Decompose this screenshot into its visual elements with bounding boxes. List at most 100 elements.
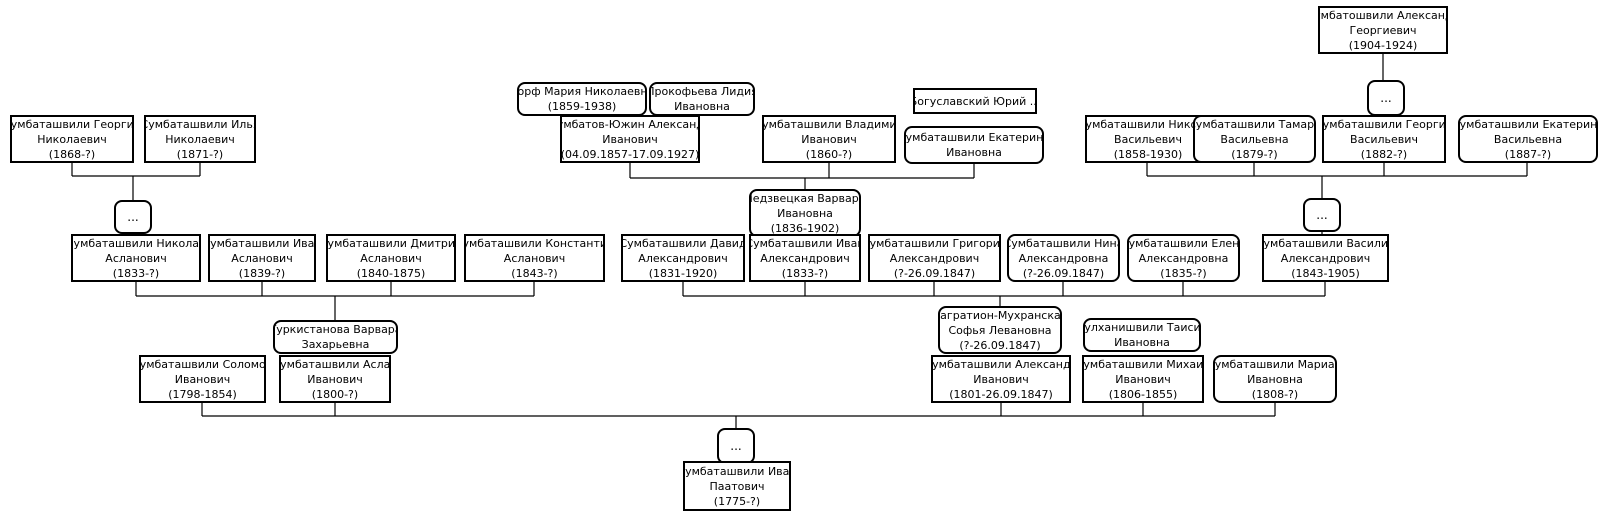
person-detail: Васильевич: [1350, 132, 1418, 146]
person-name: Сумбаташвили Илья: [144, 117, 256, 131]
person-detail: Асланович: [231, 251, 293, 265]
person-detail: (1860-?): [805, 147, 853, 161]
person-node-sumb-nikolay-v[interactable]: Сумбаташвили НиколайВасильевич(1858-1930…: [1085, 115, 1211, 163]
person-detail: Софья Левановна: [948, 323, 1052, 337]
person-detail: Александрович: [760, 251, 850, 265]
ellipsis-label: ...: [730, 438, 742, 453]
person-name: Сумбаташвили Иван: [208, 236, 316, 250]
person-detail: (1887-?): [1504, 147, 1552, 161]
person-detail: (?-26.09.1847): [893, 266, 976, 280]
person-detail: (1800-?): [311, 387, 359, 401]
person-name: Сумбаташвили Василий: [1262, 236, 1389, 250]
person-detail: (1836-1902): [770, 221, 840, 235]
person-detail: Ивановна: [946, 146, 1002, 159]
person-detail: Александровна: [1138, 251, 1229, 265]
person-name: Сумбаташвили Екатерина: [1458, 117, 1598, 131]
person-detail: (1775-?): [713, 494, 761, 508]
person-name: Сумбаташвили Давид: [621, 236, 745, 250]
person-name: Корф Мария Николаевна: [517, 85, 647, 98]
person-detail: Ивановна: [1247, 372, 1303, 386]
person-name: Сумбаташвили Нина: [1007, 236, 1120, 250]
person-detail: (1831-1920): [648, 266, 718, 280]
person-node-sumb-georgiy-n[interactable]: Сумбаташвили ГеоргийНиколаевич(1868-?): [10, 115, 134, 163]
person-detail: (04.09.1857-17.09.1927): [560, 147, 700, 161]
person-name: Сумбаташвили Александр: [931, 357, 1071, 371]
collapsed-siblings-button[interactable]: ...: [114, 200, 152, 234]
person-detail: (1801-26.09.1847): [949, 387, 1053, 401]
person-name: Сумбаташвили Константин: [466, 236, 603, 250]
person-name: Сумбаташвили Дмитрий: [326, 236, 456, 250]
person-detail: (?-26.09.1847): [959, 338, 1041, 352]
collapsed-siblings-button[interactable]: ...: [717, 428, 755, 464]
person-node-korf-maria[interactable]: Корф Мария Николаевна (1859-1938): [517, 82, 647, 116]
person-detail: Иванович: [307, 372, 363, 386]
person-detail: (1806-1855): [1108, 387, 1178, 401]
person-detail: Александрович: [889, 251, 980, 265]
person-name: Сумбаташвили Иван: [749, 236, 861, 250]
person-detail: Иванович: [801, 132, 857, 146]
ellipsis-label: ...: [1380, 90, 1392, 105]
person-name: Сумбаташвили Николай: [71, 236, 201, 250]
person-detail: Асланович: [105, 251, 167, 265]
person-name: Сумбаташвили Елена: [1127, 236, 1240, 250]
person-name: Сумбаташвили Николай: [1085, 117, 1209, 131]
person-name: Сумбаташвили Соломон: [139, 357, 266, 371]
person-detail: Александровна: [1018, 251, 1109, 265]
person-node-sumb-aslan[interactable]: Сумбаташвили АсланИванович(1800-?): [279, 355, 391, 403]
person-node-sumbatov-yuzhin[interactable]: Сумбатов-Южин АлександрИванович(04.09.18…: [560, 115, 700, 163]
person-detail: (1839-?): [238, 266, 286, 280]
person-detail: (1843-1905): [1291, 266, 1360, 280]
person-name: Сумбаташвили Владимир: [762, 117, 896, 131]
person-node-boguslavsky-yuri[interactable]: Богуславский Юрий ...: [913, 88, 1037, 114]
person-detail: (1879-?): [1231, 147, 1278, 161]
person-detail: (1859-1938): [547, 100, 617, 113]
collapsed-siblings-button[interactable]: ...: [1303, 198, 1341, 232]
person-detail: (1882-?): [1360, 147, 1408, 161]
person-detail: Николаевич: [165, 132, 235, 146]
person-name: Сумбаташвили Георгий: [10, 117, 134, 131]
person-node-sumb-georgiy-v[interactable]: Сумбаташвили ГеоргийВасильевич(1882-?): [1322, 115, 1446, 163]
person-detail: Николаевич: [37, 132, 107, 146]
person-name: Сумбаташвили Тамара: [1193, 117, 1316, 131]
person-detail: (1904-1924): [1348, 38, 1418, 52]
person-detail: (1835-?): [1160, 266, 1207, 280]
person-detail: Иванович: [174, 372, 231, 386]
ellipsis-label: ...: [1316, 207, 1328, 222]
person-detail: Ивановна: [674, 100, 730, 113]
person-name: Туркистанова Варвара: [273, 323, 398, 336]
person-node-sumb-vladimir[interactable]: Сумбаташвили ВладимирИванович(1860-?): [762, 115, 896, 163]
person-name: Сумбаташвили Михаил: [1082, 357, 1204, 371]
person-name: Недзвецкая Варвара: [749, 191, 861, 205]
person-name: Сумбатошвили Александр: [1320, 8, 1446, 22]
person-node-sumb-aleksandr-g[interactable]: Сумбатошвили АлександрГеоргиевич(1904-19…: [1318, 6, 1448, 54]
collapsed-siblings-button[interactable]: ...: [1367, 80, 1405, 116]
person-node-sumb-konstantin-a[interactable]: Сумбаташвили КонстантинАсланович(1843-?): [464, 234, 605, 282]
person-name: Сумбаташвили Иван: [683, 464, 791, 478]
ellipsis-label: ...: [127, 209, 139, 224]
